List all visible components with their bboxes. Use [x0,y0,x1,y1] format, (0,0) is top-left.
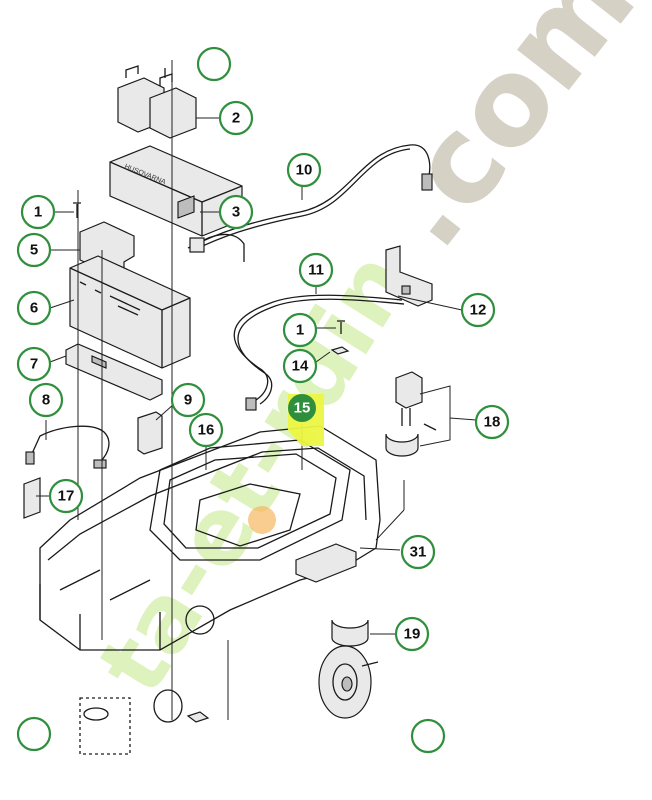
svg-text:9: 9 [184,392,192,409]
part-2-connectors [117,65,197,139]
callout-10[interactable]: 10 [286,152,322,188]
svg-text:19: 19 [404,626,421,643]
svg-text:11: 11 [308,262,324,279]
svg-text:6: 6 [30,300,38,317]
svg-text:14: 14 [292,358,309,375]
svg-text:31: 31 [410,544,427,561]
callout-31[interactable]: 31 [400,534,436,570]
part-3-module: HUSQVARNA [109,145,243,237]
parts-art: HUSQVARNA [23,65,437,755]
callout-11[interactable]: 11 [298,252,334,288]
callout-5[interactable]: 5 [16,232,52,268]
part-12-sensor [385,245,433,307]
callout-2[interactable]: 2 [218,100,254,136]
svg-text:1: 1 [296,322,304,339]
bottom-small-parts [79,689,210,755]
svg-text:8: 8 [42,392,50,409]
part-31-chassis [39,425,381,651]
svg-text:3: 3 [232,204,240,221]
part-9-connector [137,411,163,455]
callout-14[interactable]: 14 [282,348,318,384]
callout-8[interactable]: 8 [28,382,64,418]
watermark-orange-dot [248,506,276,534]
callout-6[interactable]: 6 [16,290,52,326]
part-8-cable [25,425,110,469]
callouts: 2 3 10 1 5 6 11 12 1 14 7 [16,46,510,754]
callout-1-secondary[interactable]: 1 [282,312,318,348]
callout-3[interactable]: 3 [218,194,254,230]
callout-17[interactable]: 17 [48,478,84,514]
part-6-circuit-board [69,255,191,369]
callout-9[interactable]: 9 [170,382,206,418]
part-11-cable [233,294,405,411]
svg-text:5: 5 [30,242,38,259]
watermark-domain-text: .com [353,0,652,273]
svg-text:12: 12 [470,302,487,319]
callout-partial-top [196,46,232,82]
callout-16[interactable]: 16 [188,412,224,448]
svg-text:1: 1 [34,204,42,221]
callout-7[interactable]: 7 [16,346,52,382]
svg-text:7: 7 [30,356,38,373]
part-18-height-adjust [385,371,437,457]
part-17-plate [23,477,41,519]
callout-partial-bottom-left [16,716,52,752]
part-14-clip [330,346,350,355]
callout-15[interactable]: 15 [288,394,316,422]
svg-text:17: 17 [58,488,75,505]
part-1-screw [73,202,345,334]
callout-18[interactable]: 18 [474,404,510,440]
svg-text:10: 10 [296,162,313,179]
callout-19[interactable]: 19 [394,616,430,652]
svg-text:18: 18 [484,414,501,431]
svg-text:16: 16 [198,422,215,439]
callout-partial-bottom-right [410,718,446,754]
svg-text:15: 15 [294,400,311,417]
svg-text:2: 2 [232,110,240,127]
leader-lines [36,60,477,720]
callout-12[interactable]: 12 [460,292,496,328]
part-19-wheel [318,619,379,719]
callout-1[interactable]: 1 [20,194,56,230]
